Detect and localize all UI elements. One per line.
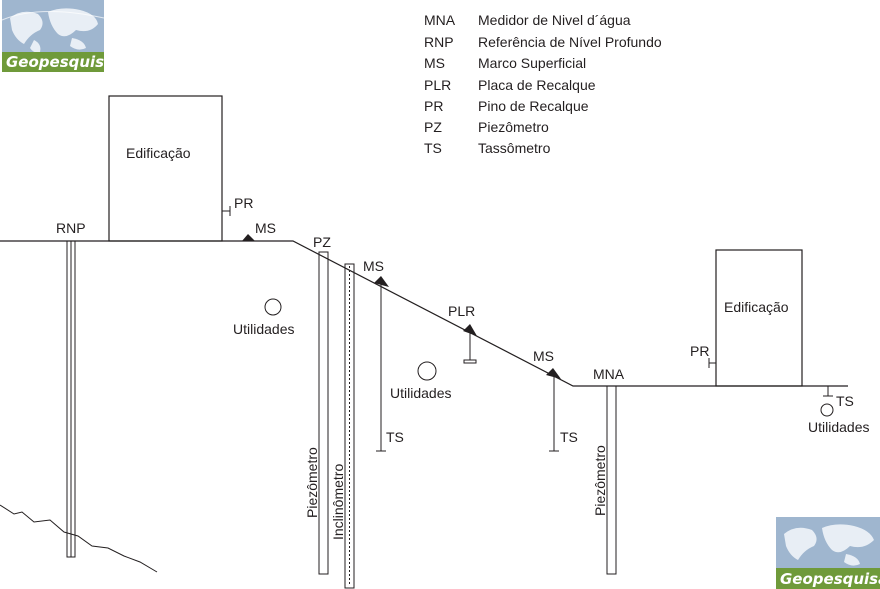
utility-pipe-mid <box>417 361 437 381</box>
ground-surface-line <box>0 240 848 387</box>
mna-label: MNA <box>593 366 625 382</box>
utilidades-mid-label: Utilidades <box>390 385 451 401</box>
piezometer-left-tube <box>318 251 329 575</box>
ts-label-right: TS <box>836 393 854 409</box>
bedrock-line <box>0 504 158 573</box>
legend-code-ts: TS <box>424 140 442 156</box>
ms-label-top: MS <box>255 220 276 236</box>
legend-code-mna: MNA <box>424 12 456 28</box>
plr-marker <box>463 324 477 336</box>
piezometer-right-tube <box>606 385 617 575</box>
ms-label-low: MS <box>533 348 554 364</box>
utilidades-right-label: Utilidades <box>808 419 869 435</box>
legend-code-ms: MS <box>424 55 445 71</box>
legend-desc-pz: Piezômetro <box>478 119 549 135</box>
legend-code-pr: PR <box>424 98 443 114</box>
building-left <box>108 95 223 242</box>
logo-text-bottom: Geopesquisa <box>780 570 880 588</box>
inclinometer-tube <box>344 263 355 589</box>
geopesquisa-logo-bottom: Geopesquisa <box>776 517 880 589</box>
ms-marker-top <box>242 234 255 241</box>
legend-desc-pr: Pino de Recalque <box>478 98 589 114</box>
ts-label-mid: TS <box>386 429 404 445</box>
utility-pipe-left <box>264 298 282 316</box>
rnp-label: RNP <box>56 220 86 236</box>
legend-code-pz: PZ <box>424 119 442 135</box>
building-left-label: Edificação <box>126 145 191 161</box>
pr-label-left: PR <box>234 195 253 211</box>
legend-desc-ts: Tassômetro <box>478 140 551 156</box>
pr-label-right: PR <box>690 343 709 359</box>
inclinometro-label: Inclinômetro <box>330 464 346 540</box>
geopesquisa-logo-top: Geopesquisa <box>1 0 114 72</box>
piezometro-right-label: Piezômetro <box>592 445 608 516</box>
ms-marker-low <box>546 368 561 379</box>
utilidades-left-label: Utilidades <box>233 321 294 337</box>
pz-label: PZ <box>313 234 331 250</box>
logo-text-top: Geopesquisa <box>6 53 114 71</box>
plr-label: PLR <box>448 303 475 319</box>
building-right-label: Edificação <box>724 299 789 315</box>
ms-label-mid: MS <box>363 258 384 274</box>
ms-marker-mid <box>374 276 389 287</box>
building-right <box>715 249 803 387</box>
legend-desc-mna: Medidor de Nivel d´água <box>478 12 631 28</box>
legend-desc-rnp: Referência de Nível Profundo <box>478 34 662 50</box>
piezometro-left-label: Piezômetro <box>304 447 320 518</box>
legend-code-plr: PLR <box>424 77 451 93</box>
legend-desc-plr: Placa de Recalque <box>478 77 596 93</box>
legend-desc-ms: Marco Superficial <box>478 55 586 71</box>
utility-pipe-right <box>820 403 834 417</box>
legend-code-rnp: RNP <box>424 34 454 50</box>
plr-plate <box>463 359 477 364</box>
ts-label-low: TS <box>560 429 578 445</box>
legend: MNA Medidor de Nivel d´água RNP Referênc… <box>424 12 662 156</box>
